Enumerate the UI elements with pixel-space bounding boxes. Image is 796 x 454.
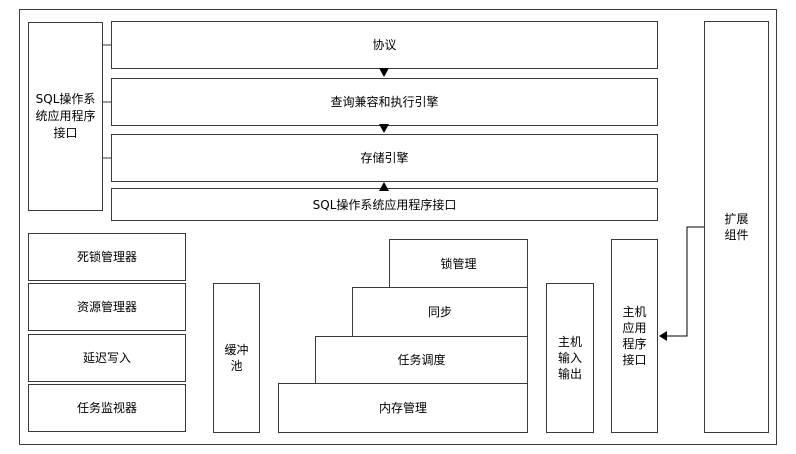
extension-label: 扩展组件	[724, 212, 749, 242]
query-engine-box: 查询兼容和执行引擎	[111, 78, 658, 126]
deadlock-manager-label: 死锁管理器	[76, 250, 137, 264]
resource-manager-label: 资源管理器	[76, 300, 137, 314]
storage-engine-label: 存储引擎	[360, 151, 409, 165]
protocol-label: 协议	[372, 38, 397, 52]
memory-management-label: 内存管理	[378, 401, 427, 415]
extension-box: 扩展组件	[704, 21, 769, 433]
arrowhead-up-3	[379, 182, 389, 191]
protocol-box: 协议	[111, 21, 658, 69]
arrowhead-left-4	[659, 331, 667, 341]
memory-management-box: 内存管理	[278, 383, 528, 433]
sql-os-api-side-box: SQL操作系统应用程序接口	[28, 22, 103, 211]
task-monitor-label: 任务监视器	[76, 401, 137, 415]
sql-os-api-side-label: SQL操作系统应用程序接口	[35, 92, 96, 140]
deadlock-manager-box: 死锁管理器	[28, 233, 186, 281]
extension-to-host-api-line	[666, 226, 704, 337]
host-app-api-box: 主机应用程序接口	[611, 239, 658, 433]
buffer-pool-label: 缓冲池	[224, 343, 249, 373]
sql-os-api-bar: SQL操作系统应用程序接口	[111, 188, 658, 221]
sync-label: 同步	[427, 305, 452, 319]
storage-engine-box: 存储引擎	[111, 134, 658, 182]
task-scheduling-label: 任务调度	[397, 353, 446, 367]
host-app-api-label: 主机应用程序接口	[622, 305, 647, 367]
host-io-box: 主机输入输出	[546, 283, 594, 433]
buffer-pool-box: 缓冲池	[213, 283, 260, 433]
task-monitor-box: 任务监视器	[28, 384, 186, 432]
resource-manager-box: 资源管理器	[28, 283, 186, 331]
system-frame	[19, 9, 777, 445]
lazy-writer-box: 延迟写入	[28, 334, 186, 382]
lazy-writer-label: 延迟写入	[82, 351, 131, 365]
host-io-label: 主机输入输出	[557, 335, 582, 381]
query-engine-label: 查询兼容和执行引擎	[330, 95, 439, 109]
lock-management-label: 锁管理	[440, 256, 477, 271]
arrowhead-down-2	[379, 124, 389, 133]
sql-os-api-bar-label: SQL操作系统应用程序接口	[312, 197, 457, 212]
sync-box: 同步	[352, 287, 528, 337]
arrowhead-down-1	[379, 68, 389, 77]
